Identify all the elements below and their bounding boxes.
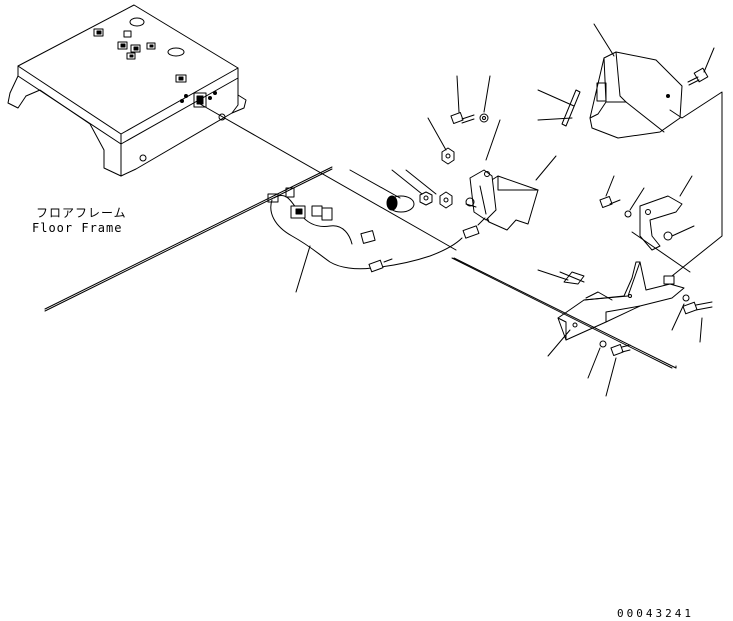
fasteners: [386, 112, 713, 356]
floor-frame-panel: [7, 4, 247, 177]
floor-line: [44, 166, 333, 312]
cushion-strip: [561, 89, 581, 127]
lower-bracket: [557, 261, 685, 341]
pedal-cover: [589, 51, 709, 139]
wire-harness: [267, 187, 463, 273]
floor-frame-label-en: Floor Frame: [32, 221, 123, 235]
pedal-switch-assembly: [462, 169, 539, 239]
floor-frame-label-jp: フロアフレーム: [36, 206, 127, 220]
drawing-number: 00043241: [617, 607, 694, 620]
leader-lines: [295, 23, 715, 397]
connection-lines: [199, 91, 723, 369]
